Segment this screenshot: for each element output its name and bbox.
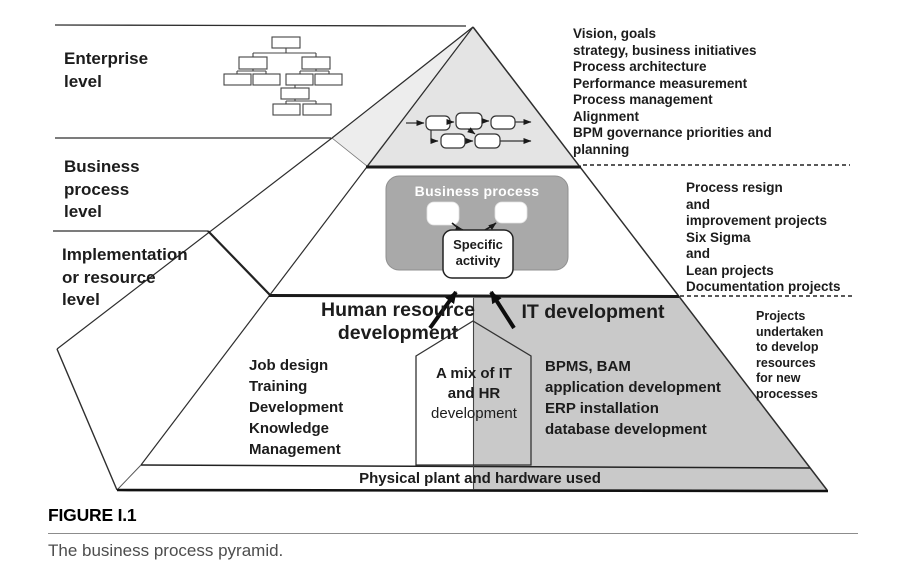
specific-activity-box <box>442 229 514 279</box>
pyramid-outline <box>56 26 829 493</box>
dashed-separator-lines <box>583 164 852 297</box>
mix-pentagon-label-normal: development <box>431 405 517 422</box>
business-process-box <box>385 175 569 279</box>
business-process-box-title: Business process <box>414 183 540 199</box>
figure-caption: The business process pyramid. <box>48 541 284 560</box>
top-triangle-face <box>367 27 580 167</box>
mix-pentagon <box>415 320 532 466</box>
org-chart-icon <box>223 36 343 116</box>
it-arrow <box>489 290 516 330</box>
level-separator-lines <box>53 24 467 232</box>
base-band-label: Physical plant and hardware used <box>359 470 601 487</box>
subprocess-left-box <box>426 201 460 226</box>
process-flowchart-icon <box>406 112 532 149</box>
hr-arrow <box>428 290 458 330</box>
subprocess-right-box <box>494 201 528 224</box>
it-development-heading: IT development <box>521 301 665 323</box>
figure-number-label: FIGURE I.1 <box>48 505 137 525</box>
development-arrows <box>428 290 516 330</box>
it-gray-region <box>473 297 827 490</box>
caption-divider-rule <box>48 533 858 534</box>
